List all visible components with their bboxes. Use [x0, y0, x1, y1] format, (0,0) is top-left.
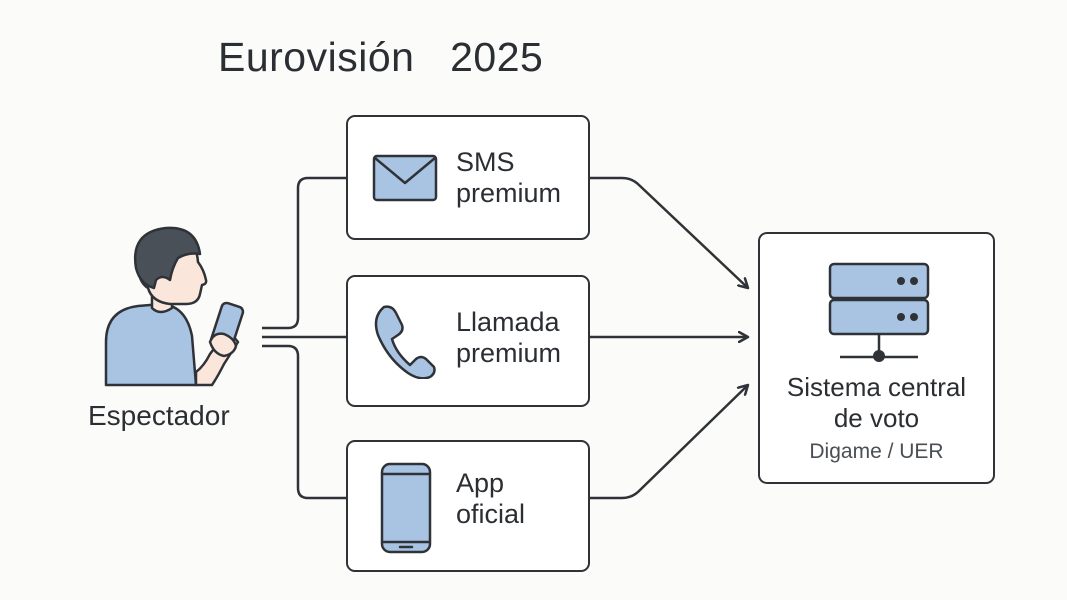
channel-app-label: App oficial: [456, 468, 525, 530]
channel-call-box: Llamada premium: [346, 275, 590, 407]
central-line2: de voto: [833, 403, 920, 433]
central-system-box: Sistema central de voto Digame / UER: [758, 232, 995, 484]
channel-sms-line1: SMS: [456, 147, 515, 177]
title-year: 2025: [450, 34, 544, 80]
smartphone-icon: [380, 462, 432, 554]
channel-call-line2: premium: [456, 338, 562, 368]
viewer-person-icon: [104, 226, 245, 387]
channel-app-box: App oficial: [346, 440, 590, 572]
channel-sms-label: SMS premium: [456, 147, 561, 209]
phone-icon: [374, 305, 436, 379]
server-icon: [828, 262, 930, 362]
diagram-title: Eurovisión 2025: [218, 34, 543, 81]
connector-viewer-sms: [262, 176, 346, 330]
channel-sms-line2: premium: [456, 178, 562, 208]
title-event: Eurovisión: [218, 34, 415, 80]
central-operator-label: Digame / UER: [809, 440, 944, 463]
arrow-sms-central: [590, 176, 748, 288]
connector-viewer-app: [262, 344, 346, 500]
channel-app-line2: oficial: [456, 499, 526, 529]
channel-app-line1: App: [456, 468, 505, 498]
central-system-label: Sistema central de voto: [760, 372, 993, 434]
channel-call-label: Llamada premium: [456, 307, 561, 369]
envelope-icon: [372, 154, 438, 202]
central-line1: Sistema central: [786, 372, 967, 402]
viewer-label: Espectador: [88, 400, 230, 431]
arrow-app-central: [590, 385, 748, 500]
channel-call-line1: Llamada: [456, 307, 560, 337]
channel-sms-box: SMS premium: [346, 115, 590, 240]
